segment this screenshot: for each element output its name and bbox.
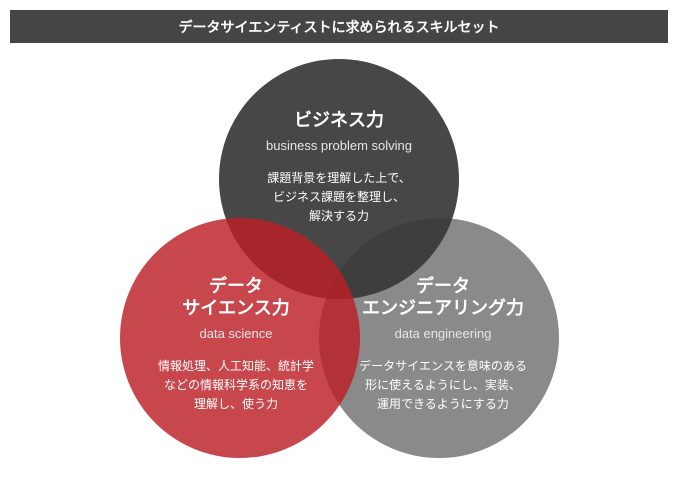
- engineering-title-line2: エンジニアリング力: [362, 298, 524, 319]
- business-desc-line: 課題背景を理解した上で、: [267, 171, 411, 185]
- science-circle: [120, 218, 360, 458]
- engineering-desc-line: データサイエンスを意味のある: [359, 359, 527, 373]
- business-title: ビジネス力: [294, 110, 384, 131]
- business-text: ビジネス力 business problem solving 課題背景を理解した…: [219, 110, 459, 226]
- science-desc-line: 情報処理、人工知能、統計学: [157, 359, 314, 373]
- engineering-title-line1: データ: [416, 276, 470, 297]
- diagram-title: データサイエンティストに求められるスキルセット: [10, 10, 668, 43]
- science-desc-line: などの情報科学系の知恵を: [163, 378, 308, 392]
- science-subtitle: data science: [199, 326, 273, 341]
- business-subtitle: business problem solving: [266, 138, 412, 153]
- science-text: データ サイエンス力 data science 情報処理、人工知能、統計学 など…: [116, 276, 356, 414]
- engineering-desc-line: 形に使えるようにし、実装、: [365, 378, 521, 392]
- engineering-desc-line: 運用できるようにする力: [377, 397, 509, 411]
- science-desc-line: 理解し、使う力: [193, 397, 278, 411]
- science-title-line2: サイエンス力: [182, 298, 290, 319]
- business-desc-line: 解決する力: [308, 209, 369, 223]
- engineering-text: データ エンジニアリング力 data engineering データサイエンスを…: [323, 276, 563, 414]
- science-title-line1: データ: [209, 276, 263, 297]
- business-desc-line: ビジネス課題を整理し、: [272, 190, 405, 204]
- engineering-subtitle: data engineering: [394, 326, 492, 341]
